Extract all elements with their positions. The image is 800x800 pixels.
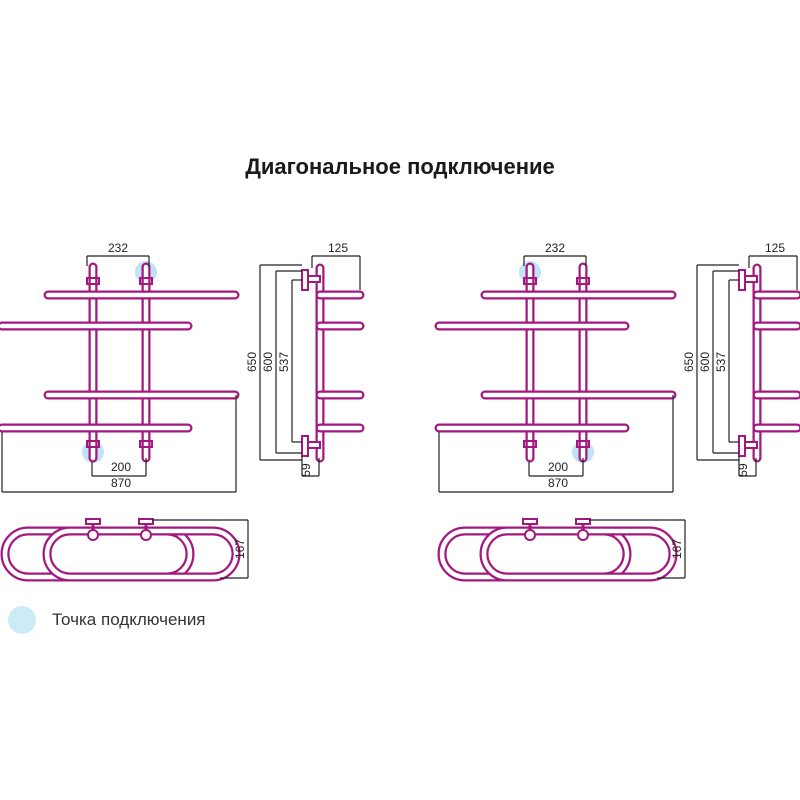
- coupling-bottom: [523, 440, 537, 448]
- dim-label-870: 870: [548, 476, 568, 490]
- dim-label-232: 232: [545, 241, 565, 255]
- coupling-bottom: [86, 440, 100, 448]
- coupling-bottom: [139, 440, 153, 448]
- top-view-connector: [577, 529, 589, 541]
- dim-label-167: 167: [670, 539, 684, 559]
- top-view-loop-inner: [44, 528, 239, 580]
- dim-label-537: 537: [277, 352, 291, 372]
- dim-label-600: 600: [698, 352, 712, 372]
- bracket-arm: [307, 275, 321, 283]
- dim-label-59: 59: [299, 463, 313, 477]
- top-view-flange: [522, 518, 538, 525]
- coupling-top: [576, 277, 590, 285]
- top-view-flange: [138, 518, 154, 525]
- dim-label-125: 125: [765, 241, 785, 255]
- bracket-arm: [307, 441, 321, 449]
- legend-connection-icon: [8, 606, 36, 634]
- coupling-top: [86, 277, 100, 285]
- diagram-title: Диагональное подключение: [245, 154, 555, 179]
- dim-label-870: 870: [111, 476, 131, 490]
- dim-label-200: 200: [111, 460, 131, 474]
- top-view-flange: [85, 518, 101, 525]
- top-view-connector: [140, 529, 152, 541]
- top-view-connector: [87, 529, 99, 541]
- dim-label-59: 59: [736, 463, 750, 477]
- dim-label-167: 167: [233, 539, 247, 559]
- dim-label-537: 537: [714, 352, 728, 372]
- coupling-top: [139, 277, 153, 285]
- dim-label-650: 650: [245, 352, 259, 372]
- legend-label: Точка подключения: [52, 610, 206, 629]
- top-view-loop-inner: [481, 528, 676, 580]
- dim-label-232: 232: [108, 241, 128, 255]
- dim-label-600: 600: [261, 352, 275, 372]
- bracket-arm: [744, 275, 758, 283]
- top-view-connector: [524, 529, 536, 541]
- coupling-bottom: [576, 440, 590, 448]
- top-view-flange: [575, 518, 591, 525]
- dim-label-650: 650: [682, 352, 696, 372]
- dim-label-125: 125: [328, 241, 348, 255]
- coupling-top: [523, 277, 537, 285]
- bracket-arm: [744, 441, 758, 449]
- dim-label-200: 200: [548, 460, 568, 474]
